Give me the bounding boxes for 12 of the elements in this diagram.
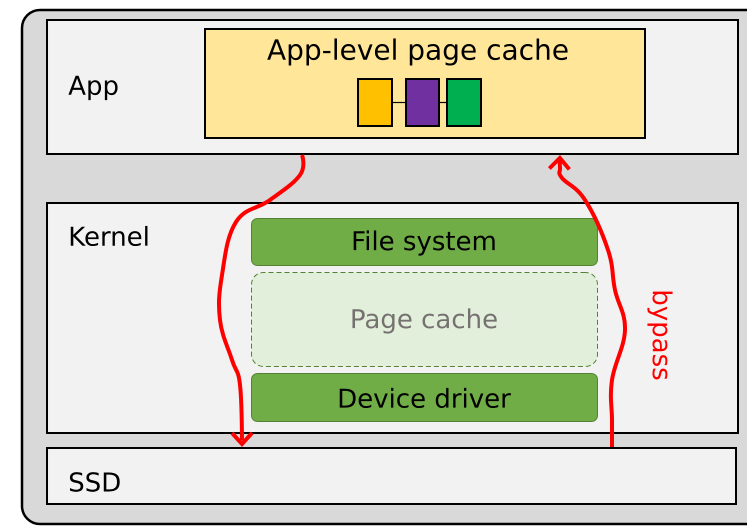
cache-entry-box xyxy=(357,78,393,127)
layer-box: Device driver xyxy=(251,373,598,422)
layer-box: File system xyxy=(251,218,598,266)
cache-box: Page cache xyxy=(251,272,598,367)
cache-entry-box xyxy=(405,78,440,127)
arrow xyxy=(548,155,627,447)
connector-line xyxy=(440,102,446,104)
arrow xyxy=(216,154,306,447)
cache-entry-box xyxy=(446,78,482,127)
layer-band: SSD xyxy=(46,447,737,505)
edge-label: bypass xyxy=(646,288,674,382)
connector-line xyxy=(393,102,405,104)
